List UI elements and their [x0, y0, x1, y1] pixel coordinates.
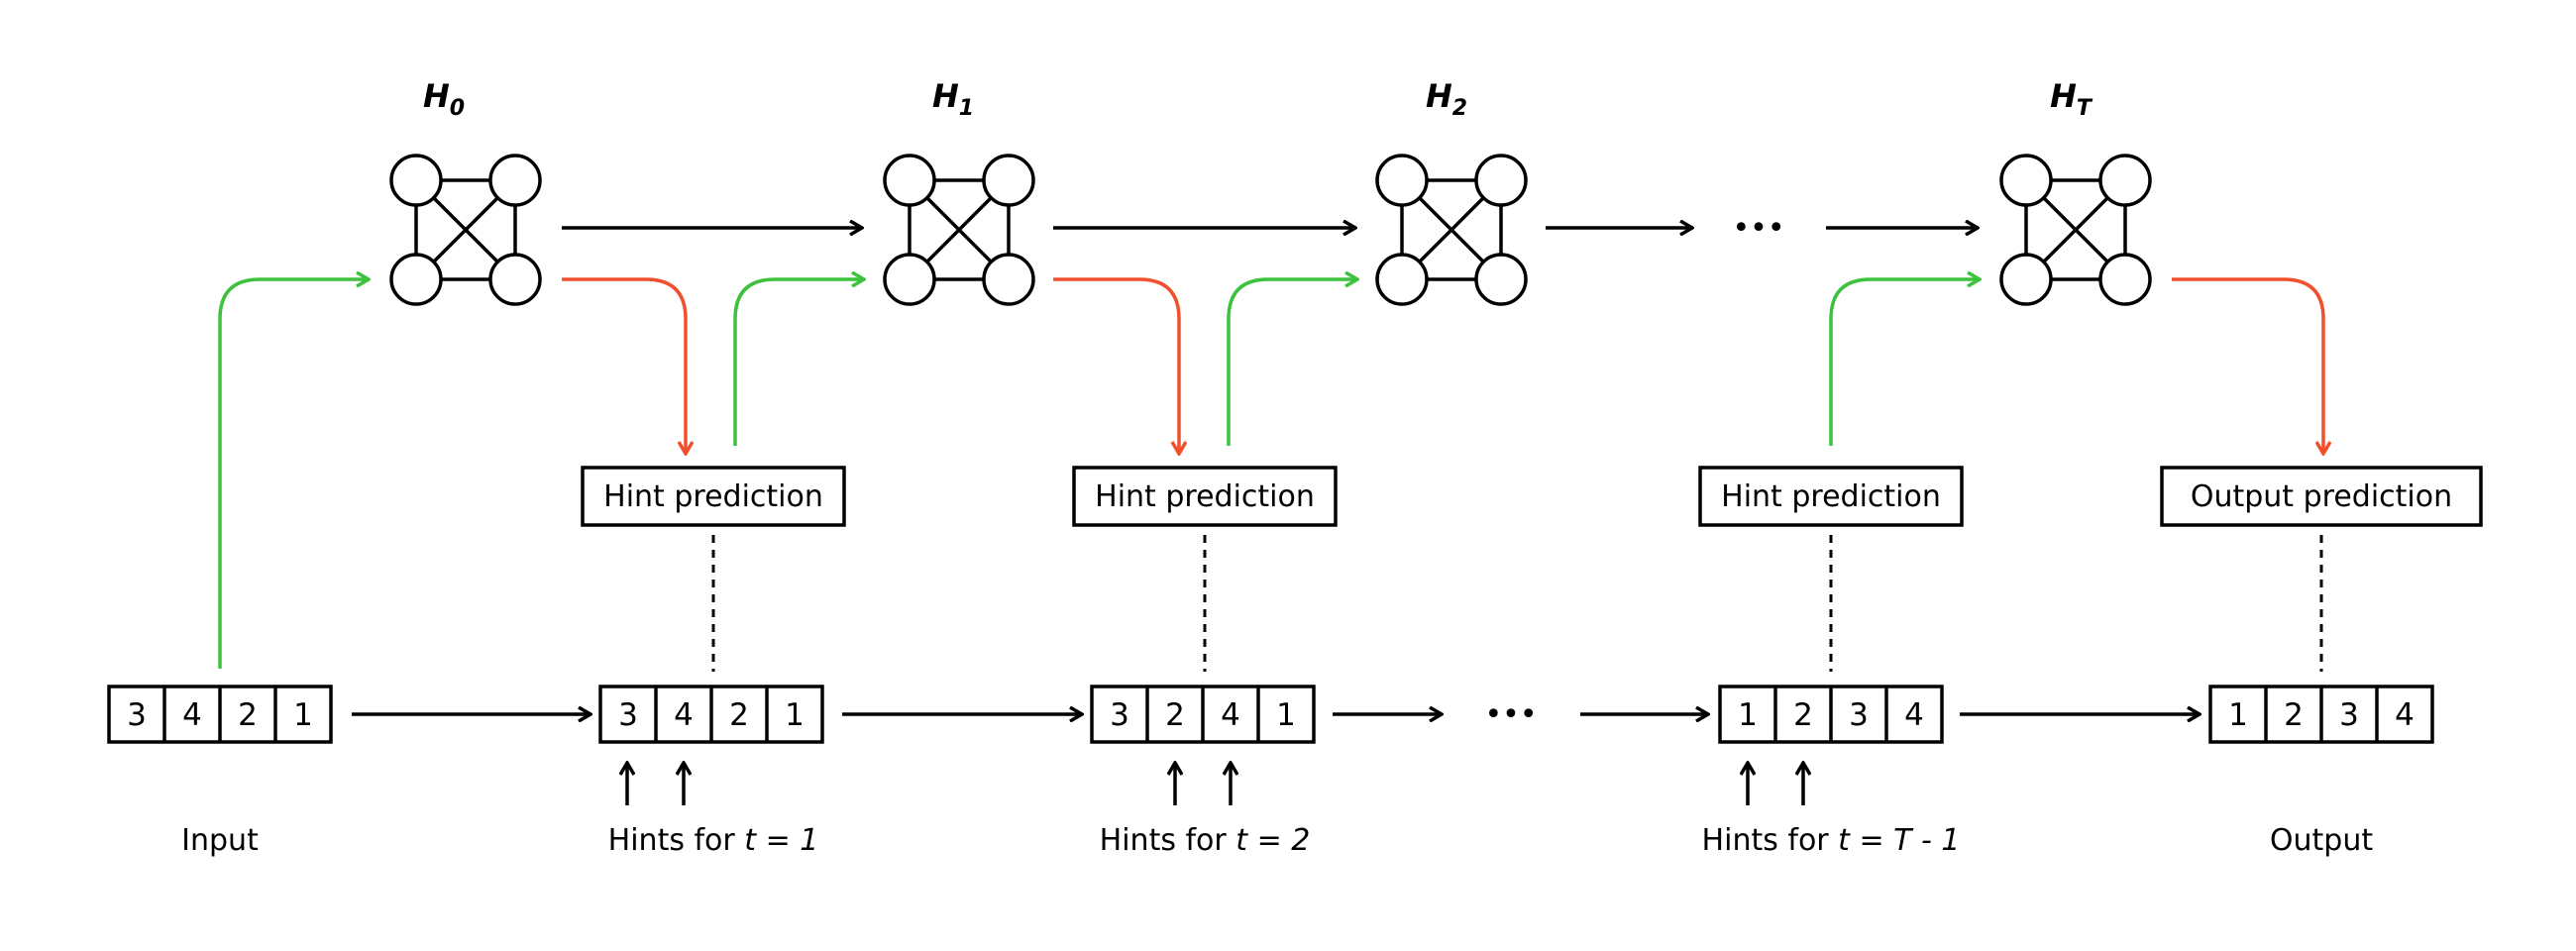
array-hints-t-minus-1: 1 2 3 4 [1718, 685, 1944, 744]
array-cell: 3 [127, 697, 147, 733]
array-cell: 2 [1793, 697, 1813, 733]
graph-icon-ht [1999, 154, 2152, 306]
prediction-box-2-label: Hint prediction [1095, 479, 1315, 514]
prediction-box-2: Hint prediction [1072, 466, 1338, 527]
caption-output: Output [2270, 823, 2373, 858]
ellipsis-top: ••• [1732, 211, 1784, 246]
graph-icon-h2 [1375, 154, 1528, 306]
array-cell: 2 [238, 697, 258, 733]
array-cell: 2 [1165, 697, 1185, 733]
green-arrow-hint1-to-h1 [733, 279, 864, 446]
array-cell: 4 [1904, 697, 1924, 733]
red-arrow-h0-to-pred1 [562, 277, 686, 454]
caption-input: Input [181, 823, 259, 858]
prediction-box-output: Output prediction [2160, 466, 2483, 527]
graph-icon-h1 [883, 154, 1035, 306]
prediction-box-3-label: Hint prediction [1721, 479, 1941, 514]
array-input: 3 4 2 1 [107, 685, 333, 744]
red-arrow-h1-to-pred2 [1053, 277, 1179, 454]
prediction-box-1: Hint prediction [581, 466, 846, 527]
prediction-box-3: Hint prediction [1698, 466, 1964, 527]
graph-title-ht: HT [2050, 77, 2093, 121]
graph-title-h2: H2 [1426, 77, 1467, 121]
green-arrow-hint-t1-to-ht [1829, 279, 1980, 446]
array-hints-2: 3 2 4 1 [1090, 685, 1316, 744]
caption-hints-t1: Hints for t = 1 [608, 823, 819, 858]
prediction-box-output-label: Output prediction [2191, 479, 2452, 514]
array-cell: 4 [674, 697, 694, 733]
array-cell: 4 [1221, 697, 1240, 733]
array-output: 1 2 3 4 [2208, 685, 2434, 744]
red-arrow-ht-to-output-pred [2172, 277, 2323, 454]
array-cell: 1 [293, 697, 313, 733]
array-cell: 2 [2284, 697, 2304, 733]
array-cell: 3 [1110, 697, 1129, 733]
ellipsis-bottom: ••• [1484, 697, 1537, 732]
green-arrow-hint2-to-h2 [1227, 279, 1357, 446]
array-hints-1: 3 4 2 1 [598, 685, 824, 744]
array-cell: 1 [2228, 697, 2248, 733]
array-cell: 4 [2395, 697, 2415, 733]
array-cell: 3 [2339, 697, 2359, 733]
array-cell: 1 [1276, 697, 1296, 733]
prediction-box-1-label: Hint prediction [603, 479, 823, 514]
array-cell: 3 [618, 697, 638, 733]
array-cell: 1 [1738, 697, 1758, 733]
green-arrow-input-to-h0 [218, 279, 369, 669]
array-cell: 1 [785, 697, 805, 733]
array-cell: 3 [1849, 697, 1869, 733]
graph-icon-h0 [389, 154, 542, 306]
caption-hints-t-minus-1: Hints for t = T - 1 [1702, 823, 1961, 858]
caption-hints-t2: Hints for t = 2 [1100, 823, 1311, 858]
array-cell: 2 [729, 697, 749, 733]
graph-title-h1: H1 [932, 77, 974, 121]
graph-title-h0: H0 [423, 77, 465, 121]
array-cell: 4 [182, 697, 202, 733]
